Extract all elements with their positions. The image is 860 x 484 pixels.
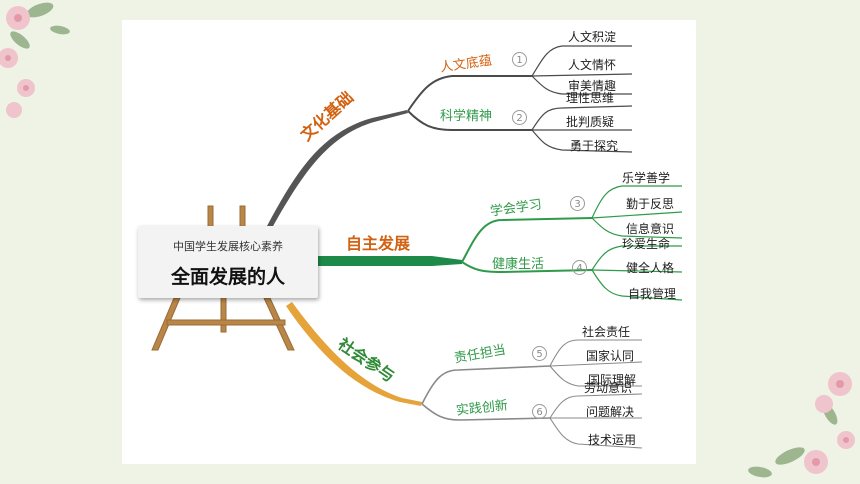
group-zeren-number: 5 [532,346,547,361]
leaf-item: 国家认同 [586,349,635,363]
leaf-item: 理性思维 [566,91,615,105]
branch-zizhu-label: 自主发展 [346,234,411,253]
center-board: 中国学生发展核心素养 全面发展的人 [138,226,318,298]
leaf-item: 勤于反思 [626,197,675,211]
leaf-item: 自我管理 [628,287,677,301]
group-jiankang-label: 健康生活 [492,257,545,272]
flower-decoration-top-left [0,2,70,118]
easel-illustration [151,205,295,351]
group-shijian-number: 6 [532,404,547,419]
group-kexue-label: 科学精神 [440,109,493,124]
leaf-item: 劳动意识 [584,381,633,395]
group-xuexi-number: 3 [570,196,585,211]
leaf-item: 社会责任 [582,325,631,339]
branch-wenhua-line [267,110,408,228]
center-title: 全面发展的人 [170,266,285,288]
leaf-item: 人文情怀 [568,58,617,72]
center-subtitle: 中国学生发展核心素养 [173,240,283,253]
leaf-item: 健全人格 [626,261,675,275]
leaf-item: 珍爱生命 [622,237,671,251]
leaf-item: 技术运用 [588,433,637,447]
mind-map-connectors [151,45,683,449]
leaf-item: 人文积淀 [568,30,617,44]
mind-map-card: 中国学生发展核心素养 全面发展的人 文化基础 自主发展 社会参与 人文底蕴 1 … [122,20,696,464]
group-renwen-number: 1 [512,52,527,67]
branch-zizhu-line [318,256,462,266]
group-kexue-number: 2 [512,110,527,125]
group-jiankang-number: 4 [572,260,587,275]
leaf-item: 乐学善学 [622,171,671,185]
flower-decoration-bottom-right [748,372,855,478]
leaf-item: 审美情趣 [568,79,617,93]
leaf-item: 问题解决 [586,405,635,419]
leaf-item: 国际理解 [588,373,637,387]
leaf-item: 批判质疑 [566,115,615,129]
leaf-item: 勇于探究 [570,139,619,153]
branch-shehui-line [286,302,422,406]
leaf-item: 信息意识 [626,222,675,236]
